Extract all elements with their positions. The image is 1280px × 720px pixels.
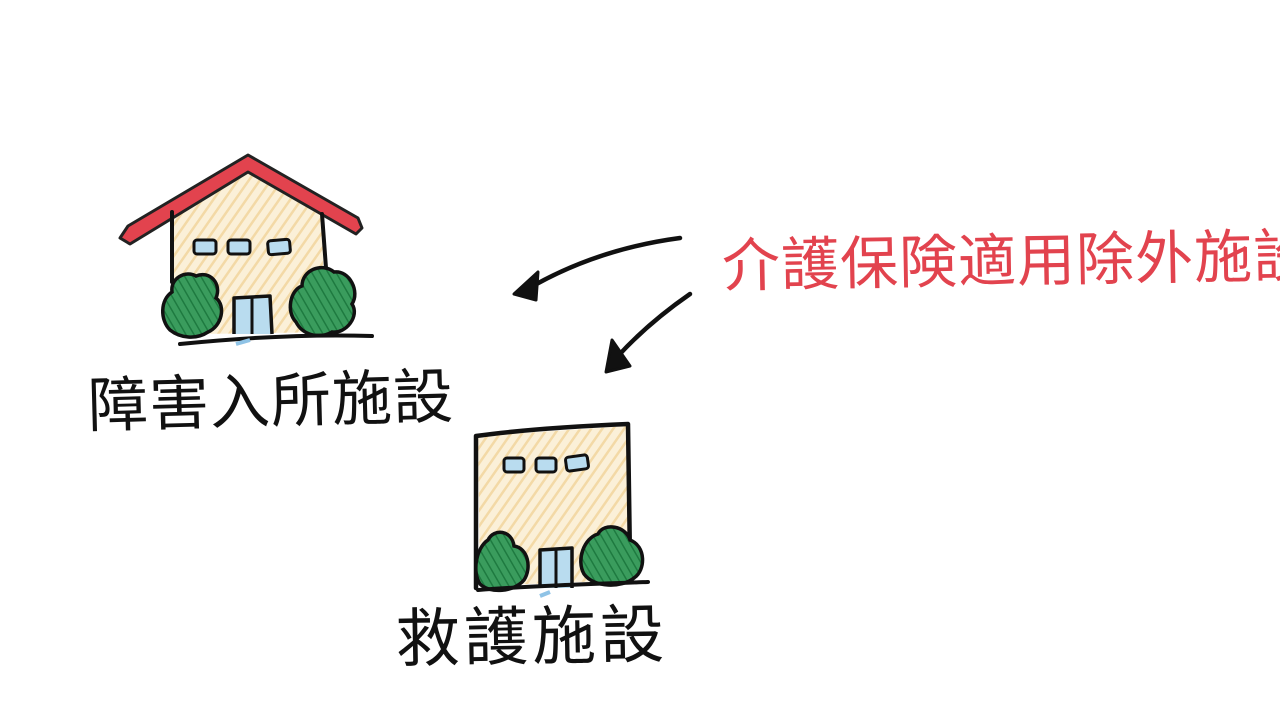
- relief-facility-label: 救護施設: [395, 598, 669, 678]
- flat-roof-building-icon: [473, 421, 650, 598]
- house-with-red-roof-icon: [118, 153, 374, 346]
- arrow-to-building-icon: [604, 291, 693, 374]
- arrow-to-house-icon: [512, 235, 683, 302]
- excluded-facilities-label: 介護保険適用除外施設: [721, 221, 1280, 301]
- disabled-facility-label: 障害入所施設: [87, 362, 455, 442]
